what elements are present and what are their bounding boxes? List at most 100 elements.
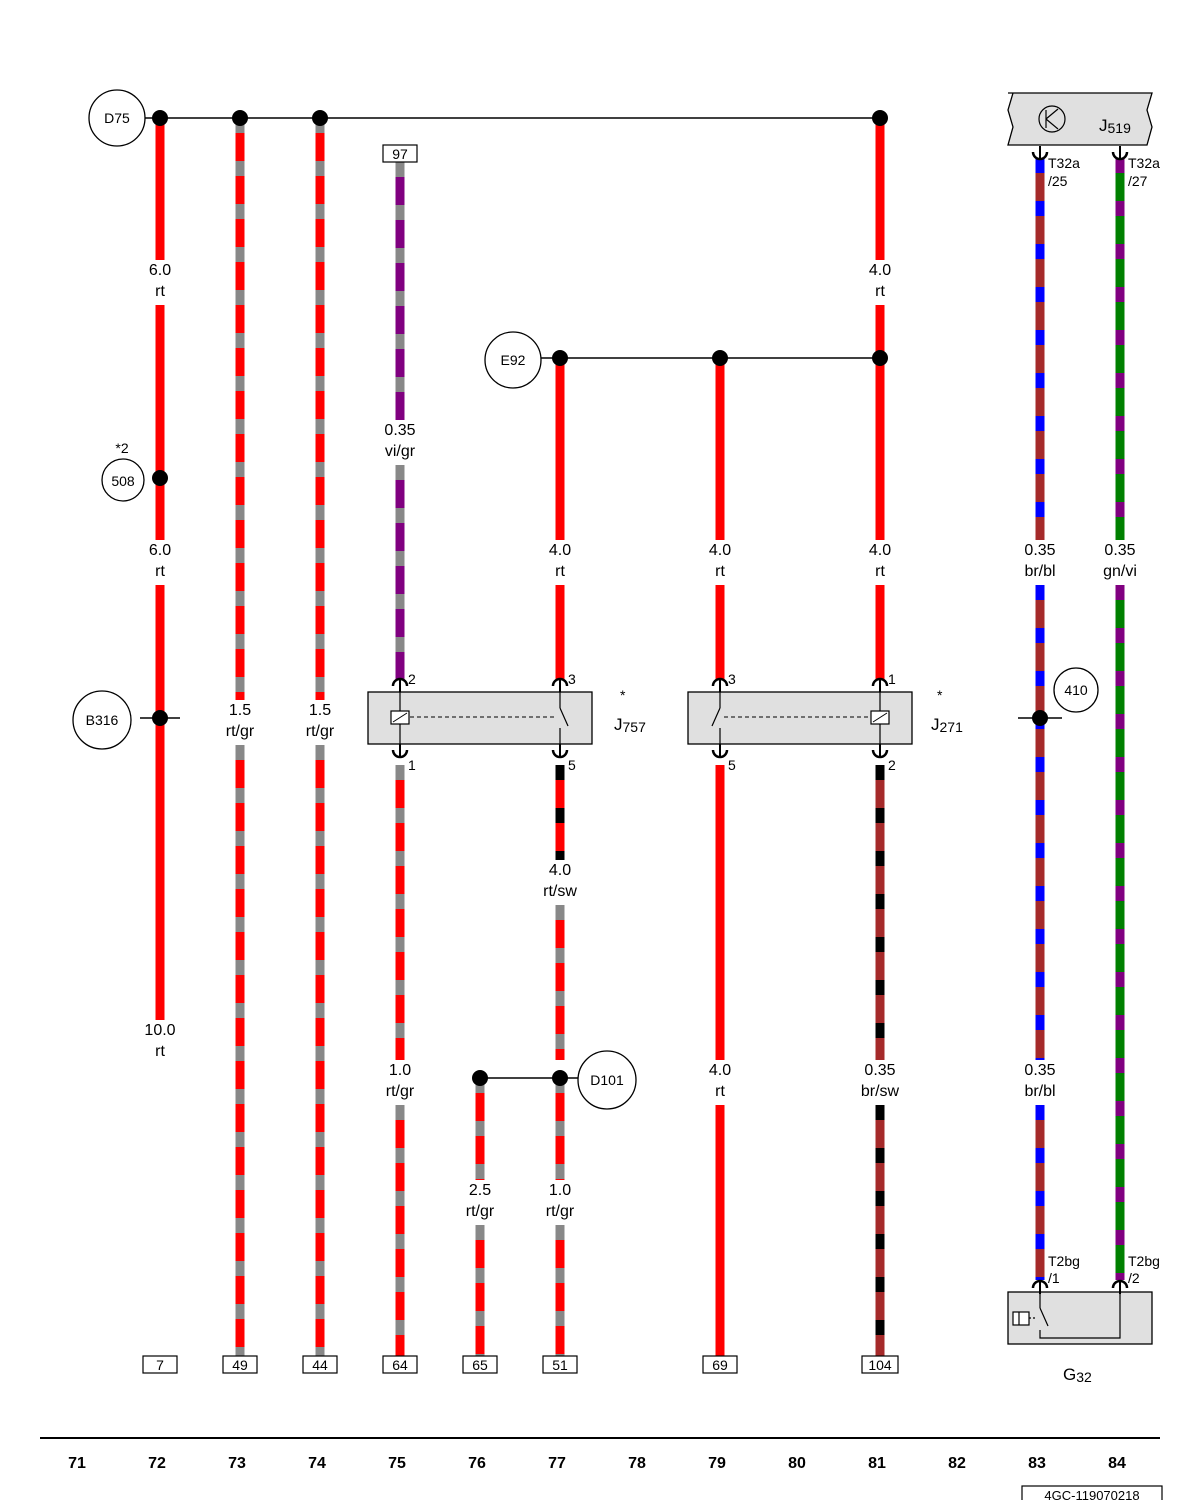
wire-color-label: rt/gr bbox=[386, 1083, 415, 1100]
relay-j757: * J757 bbox=[367, 687, 646, 745]
wire-color-label: rt/gr bbox=[306, 723, 335, 740]
terminal-box-65: 65 bbox=[462, 1355, 498, 1374]
pin-label: 3 bbox=[568, 671, 576, 687]
terminal-box-51: 51 bbox=[542, 1355, 578, 1374]
node-b316: B316 bbox=[72, 690, 132, 750]
node-d75: D75 bbox=[88, 89, 146, 147]
pin-label: 5 bbox=[568, 757, 576, 773]
svg-text:4GC-119070218: 4GC-119070218 bbox=[1044, 1488, 1139, 1500]
terminal-box-64: 64 bbox=[382, 1355, 418, 1374]
pin-label: 3 bbox=[728, 671, 736, 687]
connector-arc bbox=[711, 749, 729, 759]
connector-arc bbox=[871, 749, 889, 759]
terminal-box-49: 49 bbox=[222, 1355, 258, 1374]
pin-label: /27 bbox=[1128, 173, 1148, 189]
wire-size-label: 0.35 bbox=[384, 422, 415, 439]
column-number: 76 bbox=[468, 1455, 486, 1472]
junction-dot bbox=[472, 1070, 488, 1086]
wire-color-label: br/bl bbox=[1024, 1083, 1055, 1100]
wire-color-label: rt/gr bbox=[226, 723, 255, 740]
control-unit-j519-label: J519 bbox=[1099, 116, 1131, 136]
column-number: 82 bbox=[948, 1455, 966, 1472]
column-number: 75 bbox=[388, 1455, 406, 1472]
wire-size-label: 1.0 bbox=[549, 1182, 571, 1199]
wire-color-label: rt bbox=[155, 283, 165, 300]
junction-dot bbox=[712, 350, 728, 366]
node-d101: D101 bbox=[577, 1050, 637, 1110]
wire-size-label: 1.0 bbox=[389, 1062, 411, 1079]
svg-text:104: 104 bbox=[868, 1357, 892, 1373]
wire-size-label: 4.0 bbox=[869, 542, 891, 559]
relay-switch-icon bbox=[711, 692, 721, 744]
junction-dot bbox=[1032, 710, 1048, 726]
relay-switch-icon bbox=[559, 692, 569, 744]
wire-color-label: br/sw bbox=[861, 1083, 900, 1100]
svg-text:64: 64 bbox=[392, 1357, 408, 1373]
junction-dot bbox=[232, 110, 248, 126]
svg-text:D101: D101 bbox=[590, 1072, 624, 1088]
wire-size-label: 10.0 bbox=[144, 1022, 175, 1039]
column-number: 81 bbox=[868, 1455, 886, 1472]
pin-labels: 2 3 1 5 3 1 5 2 T32a /25 T32a /27 T2bg /… bbox=[408, 155, 1160, 1286]
connector-arc bbox=[1111, 1279, 1129, 1289]
svg-text:97: 97 bbox=[392, 146, 408, 162]
relay-j271-mark: * bbox=[937, 687, 943, 703]
wire-labels: 6.0 rt 6.0 rt 10.0 rt 1.5 rt/gr 1.5 rt/g… bbox=[144, 262, 1136, 1220]
wire-color-label: rt bbox=[875, 283, 885, 300]
relay-j757-label: J757 bbox=[614, 715, 646, 735]
bus-lines bbox=[140, 117, 1062, 1079]
column-number: 79 bbox=[708, 1455, 726, 1472]
wire-size-label: 0.35 bbox=[1104, 542, 1135, 559]
control-unit-j519: J519 bbox=[1007, 92, 1153, 146]
wire-size-label: 4.0 bbox=[869, 262, 891, 279]
junction-dot bbox=[552, 1070, 568, 1086]
junction-dot bbox=[152, 110, 168, 126]
junction-dot bbox=[152, 710, 168, 726]
terminal-box-97: 97 bbox=[382, 144, 418, 163]
column-number: 84 bbox=[1108, 1455, 1126, 1472]
node-e92: E92 bbox=[484, 331, 542, 389]
pin-label: 2 bbox=[888, 757, 896, 773]
wire-color-label: rt bbox=[155, 1043, 165, 1060]
wire-size-label: 4.0 bbox=[549, 542, 571, 559]
node-circles: D75 E92 508*2 B316 D101 410 bbox=[72, 89, 1099, 1110]
wire-size-label: 0.35 bbox=[1024, 1062, 1055, 1079]
wire-color-label: rt/gr bbox=[546, 1203, 575, 1220]
svg-text:7: 7 bbox=[156, 1357, 164, 1373]
column-number: 71 bbox=[68, 1455, 86, 1472]
svg-text:B316: B316 bbox=[86, 712, 119, 728]
svg-text:508: 508 bbox=[111, 473, 135, 489]
wire-size-label: 2.5 bbox=[469, 1182, 491, 1199]
junction-dot bbox=[312, 110, 328, 126]
wire-color-label: rt bbox=[715, 563, 725, 580]
column-number: 72 bbox=[148, 1455, 166, 1472]
terminal-box-104: 104 bbox=[861, 1355, 899, 1374]
wire-size-label: 1.5 bbox=[309, 702, 331, 719]
column-number: 74 bbox=[308, 1455, 326, 1472]
svg-text:D75: D75 bbox=[104, 110, 130, 126]
connector-arc bbox=[391, 677, 409, 687]
connector-arc bbox=[711, 677, 729, 687]
junction-dot bbox=[872, 350, 888, 366]
wire-color-label: vi/gr bbox=[385, 443, 416, 460]
junction-dot bbox=[152, 470, 168, 486]
svg-text:49: 49 bbox=[232, 1357, 248, 1373]
wire-color-label: rt bbox=[875, 563, 885, 580]
pin-label: T2bg bbox=[1128, 1253, 1160, 1269]
level-switch-icon bbox=[1012, 1292, 1121, 1339]
terminal-box-44: 44 bbox=[302, 1355, 338, 1374]
document-id: 4GC-119070218 bbox=[1021, 1485, 1163, 1500]
pin-label: /25 bbox=[1048, 173, 1068, 189]
transistor-icon bbox=[1038, 105, 1066, 133]
relay-j271: * J271 bbox=[687, 687, 963, 745]
pin-label: T32a bbox=[1128, 155, 1160, 171]
terminal-box-69: 69 bbox=[702, 1355, 738, 1374]
connector-arcs bbox=[391, 146, 1129, 1294]
wire-size-label: 4.0 bbox=[549, 862, 571, 879]
wire-size-label: 0.35 bbox=[1024, 542, 1055, 559]
column-number: 83 bbox=[1028, 1455, 1046, 1472]
relay-j271-label: J271 bbox=[931, 715, 963, 735]
control-unit-j519-box bbox=[1007, 92, 1153, 146]
